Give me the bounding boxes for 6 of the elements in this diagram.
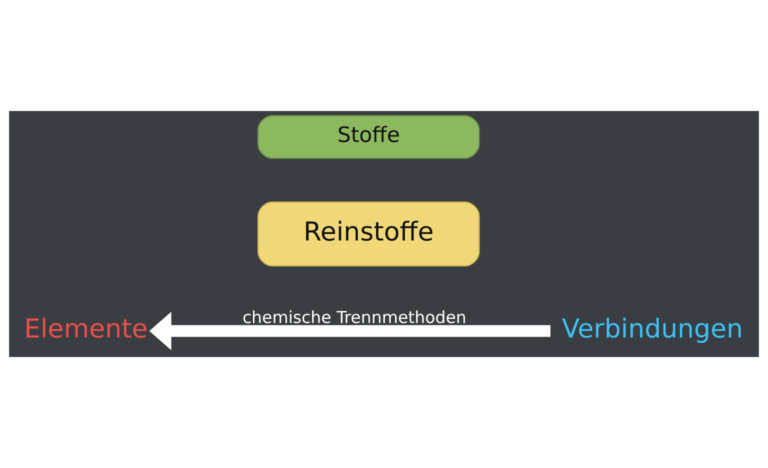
arrow [149,312,550,350]
node-box: Stoffe [257,115,480,159]
node-text: Elemente [24,314,148,345]
edge-label: chemische Trennmethoden [242,308,466,327]
node-text: Verbindungen [562,314,744,345]
node-box: Reinstoffe [257,201,480,267]
